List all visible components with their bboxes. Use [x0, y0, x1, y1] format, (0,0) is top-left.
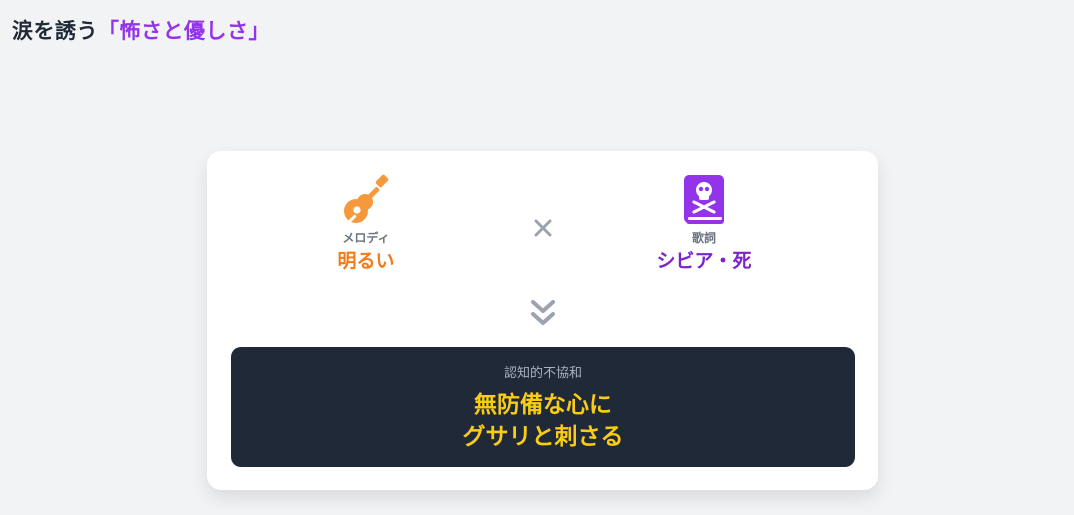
- result-box: 認知的不協和 無防備な心に グサリと刺さる: [231, 347, 855, 467]
- lyrics-value: シビア・死: [656, 250, 752, 272]
- result-caption: 認知的不協和: [503, 366, 582, 381]
- lyrics-label: 歌詞: [691, 231, 716, 245]
- result-line-2: グサリと刺さる: [462, 424, 624, 450]
- melody-value: 明るい: [337, 250, 395, 272]
- double-chevron-down-icon: [531, 300, 555, 325]
- skull-book-icon: [684, 175, 724, 224]
- times-icon: [534, 219, 552, 237]
- melody-label: メロディ: [342, 231, 390, 245]
- result-line-1: 無防備な心に: [474, 392, 612, 418]
- comparison-card: メロディ 明るい 歌詞 シビア・死 認知的不協和 無防備な心に グサリと刺: [207, 151, 878, 490]
- title-prefix: 涙を誘う: [12, 19, 98, 43]
- title-accent: 「怖さと優しさ」: [98, 19, 270, 43]
- page-title: 涙を誘う「怖さと優しさ」: [12, 15, 270, 45]
- guitar-icon: [344, 174, 389, 223]
- melody-column: メロディ 明るい: [266, 173, 466, 272]
- lyrics-column: 歌詞 シビア・死: [604, 173, 804, 272]
- result-text: 無防備な心に グサリと刺さる: [231, 389, 855, 453]
